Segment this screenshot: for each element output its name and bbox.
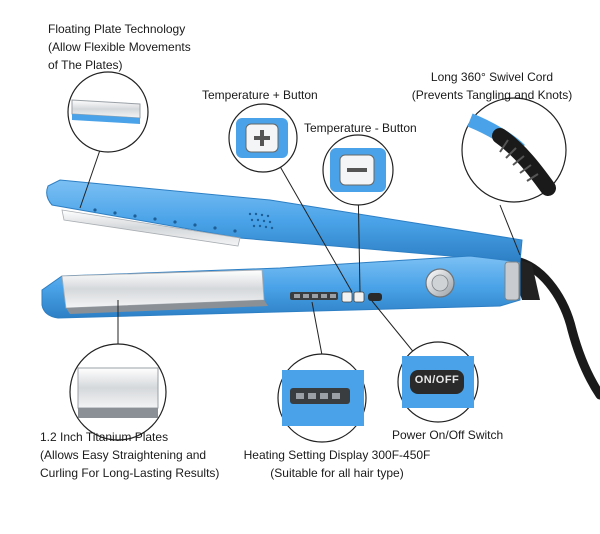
hinge-cap [504, 261, 520, 301]
temp-minus-button-small [353, 291, 365, 303]
display-leds [294, 294, 336, 298]
power-cord [515, 257, 600, 400]
callout-heating-display [277, 353, 367, 443]
label-swivel-cord: Long 360° Swivel Cord (Prevents Tangling… [411, 70, 573, 102]
label-heating-display: Heating Setting Display 300F-450F (Suita… [243, 448, 431, 480]
upper-arm [46, 179, 523, 263]
callout-temp-plus [228, 103, 298, 173]
label-floating-plate: Floating Plate Technology (Allow Flexibl… [48, 22, 191, 72]
callout-power-switch [397, 341, 479, 423]
callout-temp-minus [322, 134, 394, 206]
power-switch-text: ON/OFF [414, 374, 460, 386]
label-temp-minus: Temperature - Button [304, 121, 417, 135]
label-titanium-plates: 1.2 Inch Titanium Plates (Allows Easy St… [40, 430, 220, 480]
callout-floating-plate [67, 71, 149, 153]
lower-plate-edge [66, 300, 268, 314]
upper-plate [61, 209, 241, 247]
callout-swivel-cord [461, 97, 567, 203]
label-power-switch: Power On/Off Switch [392, 428, 504, 442]
temp-plus-button-small [341, 291, 353, 303]
power-switch-small [368, 293, 382, 301]
callout-titanium-plates [69, 343, 167, 441]
upper-arm-dots [93, 208, 274, 233]
label-temp-plus: Temperature + Button [202, 88, 318, 102]
